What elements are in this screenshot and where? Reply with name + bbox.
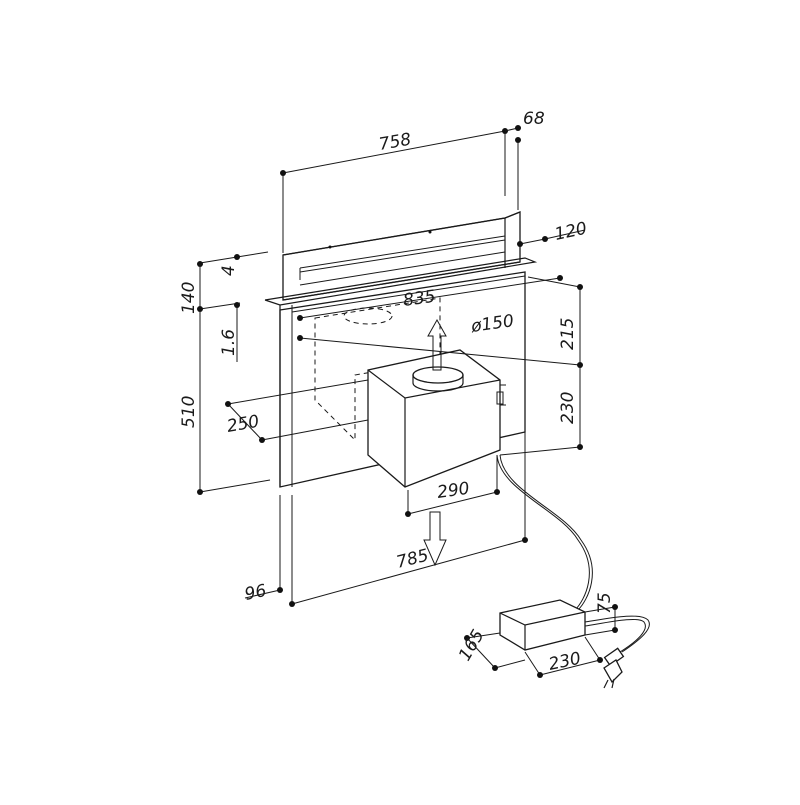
dim-510-label: 510: [179, 396, 199, 428]
dim-758-label: 758: [377, 130, 413, 155]
dim-835-label: 835: [402, 287, 437, 311]
dim-215-label: 215: [558, 318, 578, 350]
dim-120-label: 120: [553, 219, 589, 245]
hood-top-unit: [282, 211, 521, 301]
power-cable: [496, 454, 593, 611]
motor-box: [367, 349, 506, 488]
dim-230-right-label: 230: [558, 392, 578, 424]
dim-1-6-label: 1.6: [219, 329, 239, 356]
dimension-labels: 758 68 120 4 140 1.6 510 835 ø150 215 23…: [179, 109, 615, 675]
airflow-up-arrow-icon: [427, 318, 447, 371]
control-box: [499, 599, 586, 651]
dim-68-label: 68: [523, 109, 545, 129]
airflow-down-arrow-icon: [423, 511, 447, 567]
dim-785-label: 785: [394, 546, 430, 573]
plug-icon: [603, 659, 623, 689]
dim-290-label: 290: [436, 479, 471, 503]
dimension-lines: [197, 125, 618, 678]
dim-165-label: 165: [455, 626, 489, 664]
dim-230-bottom-label: 230: [547, 649, 583, 675]
dim-75-label: 75: [595, 592, 615, 614]
plug-cable: [584, 615, 650, 667]
dim-96-label: 96: [243, 581, 268, 605]
dim-4-label: 4: [219, 265, 239, 276]
dim-140-label: 140: [179, 282, 199, 314]
